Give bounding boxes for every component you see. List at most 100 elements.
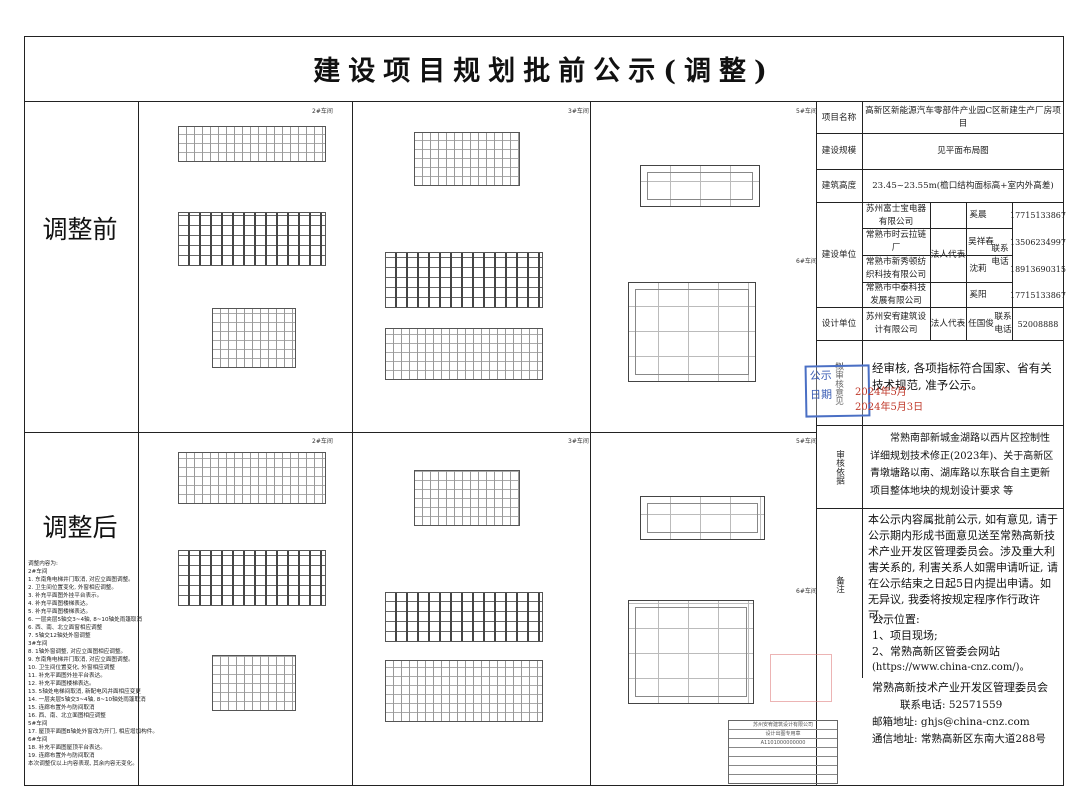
page-title: 建设项目规划批前公示(调整) [24,36,1064,102]
note-line: 19. 连廊布置外与防间取消 [28,753,95,759]
scale-label: 建设规模 [821,146,857,156]
divider [590,102,591,786]
note-line: 12. 补充平面图楼梯表达。 [28,681,95,687]
elevation-drawing [385,252,543,308]
floor-plan [640,496,765,540]
note-line: 17. 屋顶平面图B轴处外窗改为开门, 相应增加构件。 [28,729,158,735]
elevation-drawing [178,452,326,504]
note-line: 调整内容为: [28,561,58,567]
note-line: 6. 一层夹层5轴交3~4轴, 8~10轴处雨篷取消 [28,617,143,623]
builder-phone: 17715133867 [1010,211,1066,220]
designer-contact-label: 联系电话 [994,312,1012,335]
note-line: 3. 补充平面图外挂平台表示。 [28,593,103,599]
project-name-value: 高新区新能源汽车零部件产业园C区新建生产厂房项目 [865,106,1061,129]
table-line [930,202,931,340]
drawing-caption: 5#车间 [796,438,817,445]
height-value: 23.45~23.55m(檐口结构面标高+室内外高差) [872,180,1054,191]
elevation-drawing [385,592,543,642]
title-block-row: A1101000000000 [729,739,837,748]
table-line [862,425,863,508]
website-link[interactable]: (https://www.china-cnz.com/)。 [872,662,1030,673]
height-label: 建筑高度 [821,180,857,191]
elevation-drawing [178,550,326,606]
design-seal [770,654,832,702]
note-line: 9. 东南角电梯井门取消, 对应立面图调整。 [28,657,134,663]
note-line: 16. 西、南、北立面图相应调整 [28,713,106,719]
note-line: 4. 补充平面图楼梯表达。 [28,601,92,607]
title-block-row: 设计出图专用章 [729,730,837,739]
project-name-label: 项目名称 [821,112,857,123]
elevation-drawing [178,126,326,162]
note-line: 18. 补充平面图屋顶平台表达。 [28,745,106,751]
note-line: 15. 连廊布置外与防间取消 [28,705,95,711]
note-line: 本次调整仅以上内容表现, 其余内容无变化。 [28,761,138,767]
note-line: 5#车间 [28,721,48,727]
table-line [862,255,1012,256]
scale-value: 见平面布局图 [937,146,989,156]
note-line: 3#车间 [28,641,48,647]
divider [138,102,139,786]
floor-plan [628,600,754,704]
elevation-drawing [414,132,520,186]
notice-frame [24,36,1064,786]
footer-address: 通信地址: 常熟高新区东南大道288号 [872,733,1046,745]
stamp-date-end: 2024年5月3日 [855,402,924,413]
before-label: 调整前 [42,215,118,244]
floor-plan [640,165,760,207]
designer-rep-label: 法人代表 [930,318,966,329]
contact-label: 联系电话 [991,244,1009,267]
divider [24,432,816,433]
elevation-drawing [178,212,326,266]
drawing-caption: 6#车间 [796,258,817,265]
divider [816,102,817,786]
designer-phone: 52008888 [1017,319,1059,329]
note-line: 7. 5轴交12轴处外窗调整 [28,633,91,639]
table-line [816,307,1064,308]
proposal-label: 拟审核意见 [833,361,844,405]
builder-name: 常熟市新秀顿纺织科技有限公司 [865,257,927,280]
note-line: 10. 卫生间位置变化, 外窗相应调整 [28,665,115,671]
builder-phone: 17715133867 [1010,290,1066,300]
title-block-row [729,766,837,775]
note-line: 2#车间 [28,569,48,575]
table-line [816,202,1064,203]
after-label: 调整后 [42,513,118,542]
table-line [1012,202,1013,340]
location-site: 1、项目现场; [872,629,938,642]
table-line [862,102,863,430]
footer-org: 常熟高新技术产业开发区管理委员会 [872,681,1048,694]
note-line: 6. 西、南、北立面窗相应调整 [28,625,103,631]
note-line: 8. 1轴外窗调整, 对应立面图相应调整。 [28,649,127,655]
builder-name: 常熟市时云拉链厂 [865,230,927,253]
stamp-line: 公示 [809,369,832,383]
proposal-text: 经审核, 各项指标符合国家、省有关技术规范, 准予公示。 [872,361,1052,392]
elevation-drawing [212,308,296,368]
note-line: 13. 5轴处电梯间取消, 新配电风井面相应变更 [28,689,141,695]
note-line: 14. 一层夹层5轴交3~4轴, 8~10轴处雨篷取消 [28,697,146,703]
note-line: 11. 补充平面图外挂平台表达。 [28,673,106,679]
builder-rep: 奚阳 [969,289,987,300]
table-line [862,282,1012,283]
designer-name: 苏州安宥建筑设计有限公司 [865,312,927,335]
drawing-caption: 3#车间 [568,108,589,115]
elevation-drawing [212,655,296,711]
remark-label: 备注 [834,576,845,594]
builder-rep: 奚晨 [969,210,987,220]
builder-rep: 沈莉 [969,263,987,274]
drawing-caption: 5#车间 [796,108,817,115]
table-line [966,202,967,340]
legal-rep-label: 法人代表 [930,249,966,260]
builder-label: 建设单位 [821,249,857,260]
table-line [862,228,1012,229]
footer-email[interactable]: 邮箱地址: ghjs@china-cnz.com [872,716,1030,728]
builder-phone: 13506234997 [1010,237,1066,247]
basis-text: 常熟南部新城金湖路以西片区控制性详细规划技术修正(2023年)、关于高新区青墩塘… [870,433,1054,497]
table-line [816,133,1064,134]
drawing-caption: 2#车间 [312,438,333,445]
divider [352,102,353,786]
drawing-caption: 2#车间 [312,108,333,115]
note-line: 5. 补充平面图楼梯表达。 [28,609,92,615]
builder-phone: 18913690315 [1010,264,1066,274]
elevation-drawing [385,660,543,722]
